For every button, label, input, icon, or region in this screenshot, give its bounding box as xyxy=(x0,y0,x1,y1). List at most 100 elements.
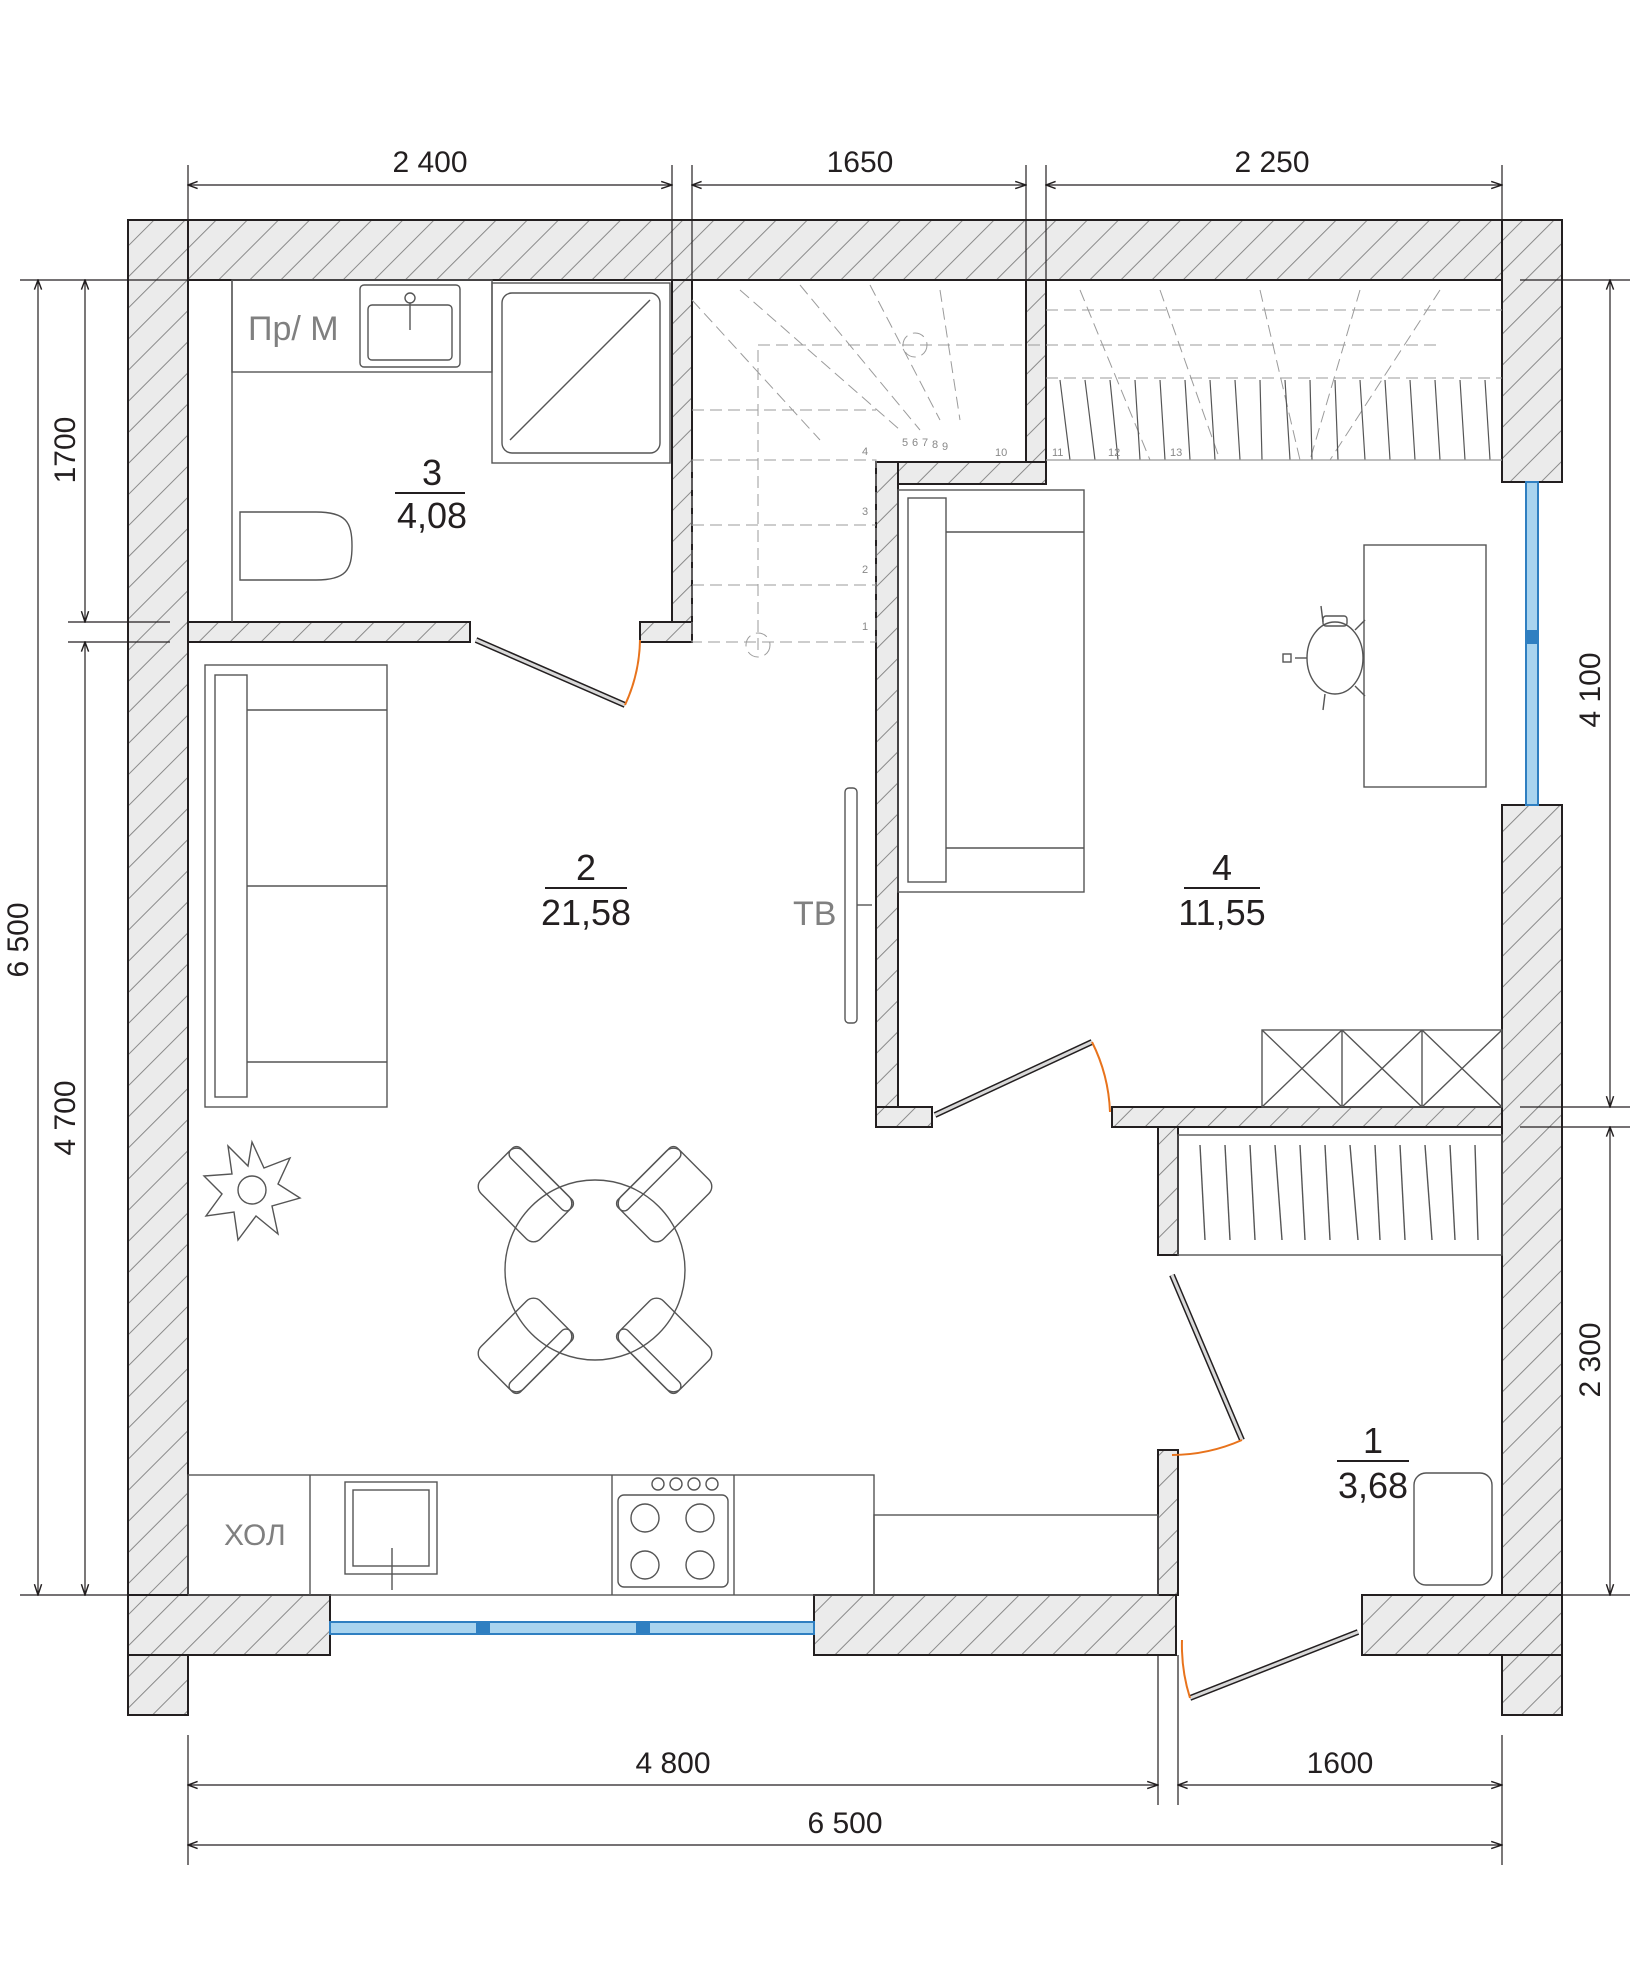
stair-step-number: 3 xyxy=(862,506,868,518)
stair-step-numbers: 1 2 3 4 5 6 7 8 9 10 11 12 13 xyxy=(862,437,1182,633)
dim-bottom-total: 6 500 xyxy=(807,1807,882,1840)
dining-table-icon xyxy=(504,1179,686,1361)
stair-step-line xyxy=(1309,289,1361,461)
stair-step-line xyxy=(739,289,901,431)
stair-step-number: 1 xyxy=(862,621,868,633)
ottoman-icon xyxy=(1413,1472,1493,1586)
wall-hall-left xyxy=(1157,1449,1179,1596)
room-3-label: 3 4,08 xyxy=(395,452,467,536)
window-right-mullion xyxy=(1526,630,1538,644)
wall-left xyxy=(127,219,189,1716)
stove-knob-icon xyxy=(669,1477,683,1491)
stair-step-number: 2 xyxy=(862,564,868,576)
tv-icon xyxy=(844,787,858,1024)
window-bottom-mullion-1 xyxy=(476,1622,490,1634)
closet-hanger xyxy=(1199,1144,1206,1241)
chair-icon xyxy=(615,1145,713,1243)
toilet-icon xyxy=(239,511,353,581)
kitchen-sink-icon xyxy=(344,1481,438,1575)
room-labels: 3 4,08 2 21,58 4 11,55 1 3,68 Пр/ М ТВ Х… xyxy=(224,310,1409,1552)
laundry-label: Пр/ М xyxy=(248,310,339,348)
dim-left-inner-2: 4 700 xyxy=(49,1080,82,1155)
closet-hanger xyxy=(1399,1144,1406,1241)
wall-bath-bottom xyxy=(187,621,471,643)
wall-bottom-left xyxy=(127,1594,331,1656)
sink-icon xyxy=(359,284,461,368)
wall-room4-bottom-left xyxy=(875,1106,933,1128)
kitchen-counter-icon xyxy=(187,1474,875,1596)
wall-closet-left xyxy=(1157,1126,1179,1256)
closet-icon xyxy=(1177,1134,1503,1256)
dimension-labels: 2 400 1650 2 250 6 500 1700 4 700 4 100 … xyxy=(2,146,1607,1840)
door-hall xyxy=(1169,1273,1245,1456)
furniture xyxy=(187,279,1503,1596)
room-2-label: 2 21,58 xyxy=(541,847,631,933)
closet-hanger xyxy=(1349,1144,1359,1241)
staircase xyxy=(691,284,1502,658)
sofa-back-icon xyxy=(907,497,947,883)
stair-step-number: 9 xyxy=(942,441,948,453)
sofa-arm-icon xyxy=(214,674,248,1098)
wall-right-lower xyxy=(1501,804,1563,1716)
dim-top-2: 1650 xyxy=(827,146,894,179)
wardrobe-cross xyxy=(1421,1029,1503,1108)
stair-step-number: 12 xyxy=(1108,447,1120,459)
doors xyxy=(474,637,1360,1701)
wardrobe-cross xyxy=(1341,1029,1423,1108)
stair-balustrade xyxy=(1046,379,1502,461)
door-bathroom xyxy=(474,637,641,708)
wardrobe-cross xyxy=(1261,1029,1343,1108)
room-area: 3,68 xyxy=(1338,1465,1408,1506)
dim-right-2: 2 300 xyxy=(1574,1322,1607,1397)
room-number: 4 xyxy=(1212,847,1232,888)
dim-left-outer: 6 500 xyxy=(2,902,35,977)
wall-bottom-left-pier xyxy=(127,1654,189,1716)
stair-step-number: 7 xyxy=(922,437,928,449)
closet-hanger xyxy=(1449,1144,1456,1241)
office-chair-icon xyxy=(1282,605,1366,711)
stove-knob-icon xyxy=(687,1477,701,1491)
wall-bath-right xyxy=(671,279,693,643)
wardrobe-icon xyxy=(1261,1029,1503,1108)
dim-bottom-2: 1600 xyxy=(1307,1747,1374,1780)
chair-icon xyxy=(477,1145,575,1243)
stair-step-line xyxy=(691,299,821,441)
door-room4 xyxy=(933,1039,1111,1118)
dim-left-inner-1: 1700 xyxy=(49,417,82,484)
room-number: 2 xyxy=(576,847,596,888)
fridge-label: ХОЛ xyxy=(224,1519,286,1552)
room-area: 21,58 xyxy=(541,892,631,933)
dim-top-3: 2 250 xyxy=(1234,146,1309,179)
burner-icon xyxy=(630,1550,660,1580)
burner-icon xyxy=(685,1503,715,1533)
stair-step-number: 11 xyxy=(1052,447,1063,459)
wall-bottom-right-pier xyxy=(1501,1654,1563,1716)
walls xyxy=(127,219,1563,1716)
closet-hanger xyxy=(1274,1144,1283,1241)
stair-turn-marker xyxy=(902,332,928,358)
shower-tray-icon xyxy=(501,292,661,454)
stove-icon xyxy=(617,1494,729,1588)
stair-step-line xyxy=(1159,289,1221,461)
window-bottom xyxy=(329,1621,815,1635)
closet-hanger xyxy=(1324,1144,1331,1241)
wall-bottom-middle xyxy=(813,1594,1177,1656)
shower-tray-icon xyxy=(491,282,671,464)
stove-knob-icon xyxy=(651,1477,665,1491)
room-4-label: 4 11,55 xyxy=(1178,847,1265,933)
stair-step-number: 13 xyxy=(1170,447,1182,459)
closet-hanger xyxy=(1249,1144,1256,1241)
stair-step-number: 5 xyxy=(902,437,908,449)
wall-bath-corner xyxy=(639,621,693,643)
faucet-icon xyxy=(404,292,416,304)
dim-bottom-1: 4 800 xyxy=(635,1747,710,1780)
burner-icon xyxy=(630,1503,660,1533)
stair-step-line xyxy=(799,284,921,431)
plant-icon xyxy=(202,1139,302,1242)
closet-hanger xyxy=(1224,1144,1231,1241)
stair-step-line xyxy=(1259,289,1301,461)
room-number: 3 xyxy=(422,452,442,493)
closet-hanger xyxy=(1299,1144,1306,1241)
wall-bottom-right xyxy=(1361,1594,1563,1656)
